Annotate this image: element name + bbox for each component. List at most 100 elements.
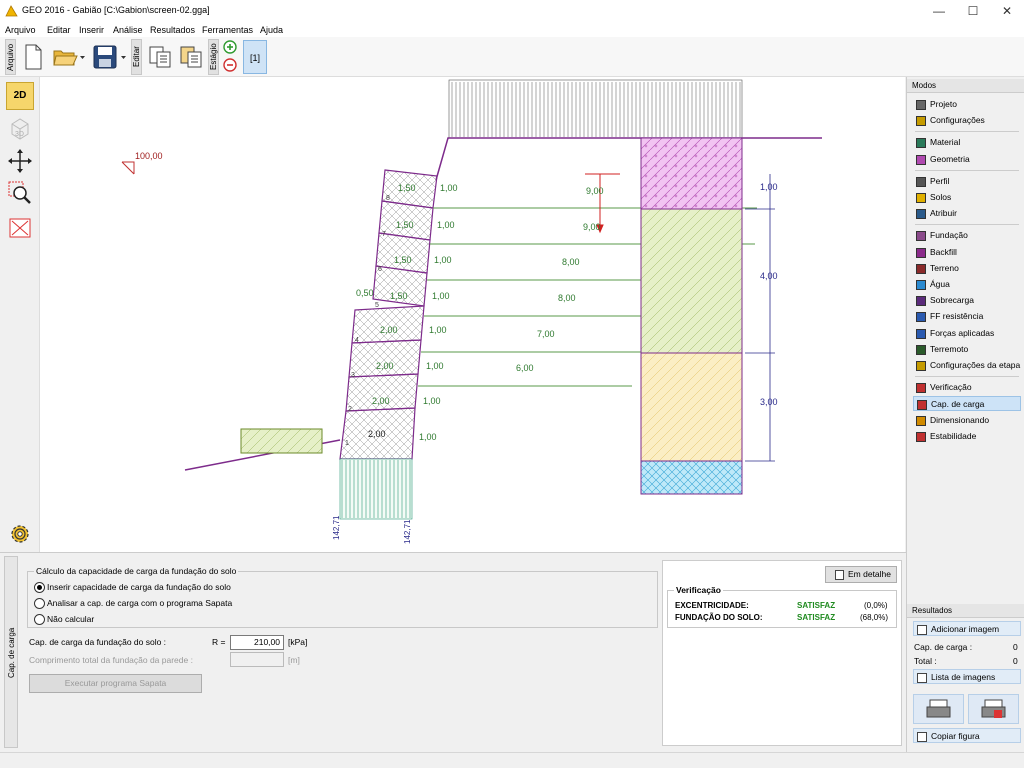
save-file-icon[interactable] (92, 44, 128, 70)
add-image-icon (917, 625, 927, 635)
geometry-icon (916, 154, 926, 165)
menu-arquivo[interactable]: Arquivo (5, 25, 36, 35)
svg-text:2,00: 2,00 (368, 429, 386, 439)
print-icon[interactable] (913, 694, 964, 724)
toolbar-tab-editar[interactable]: Editar (131, 39, 142, 75)
mode-item-label: Dimensionando (930, 414, 990, 425)
mode-item-resistance[interactable]: FF resistência (913, 309, 1021, 324)
mode-item-stability[interactable]: Estabilidade (913, 429, 1021, 444)
add-stage-icon[interactable] (223, 40, 237, 54)
svg-text:1,00: 1,00 (432, 291, 450, 301)
verification-title: Verificação (674, 585, 723, 595)
menu-editar[interactable]: Editar (47, 25, 71, 35)
add-image-button[interactable]: Adicionar imagem (913, 621, 1021, 636)
zoom-extents-icon[interactable] (6, 214, 34, 242)
mode-item-geometry[interactable]: Geometria (913, 152, 1021, 167)
copy-figure-button[interactable]: Copiar figura (913, 728, 1021, 743)
mode-item-soils[interactable]: Solos (913, 190, 1021, 205)
menu-resultados[interactable]: Resultados (150, 25, 196, 35)
mode-item-label: Configurações (930, 115, 985, 126)
mode-item-forces[interactable]: Forças aplicadas (913, 326, 1021, 341)
toolbar-tab-estagio[interactable]: Estágio (208, 39, 219, 75)
verification-row-1-value: (0,0%) (864, 601, 888, 610)
remove-stage-icon[interactable] (223, 58, 237, 72)
print-preview-icon[interactable] (968, 694, 1019, 724)
drawing-canvas[interactable]: 100,00 1,50 1,00 1,50 1,00 1,50 1,00 0,5… (40, 77, 905, 552)
menu-analise[interactable]: Análise (113, 25, 143, 35)
svg-text:2,00: 2,00 (372, 396, 390, 406)
add-image-label: Adicionar imagem (931, 624, 1000, 634)
detail-icon (835, 570, 844, 580)
mode-item-label: Atribuir (930, 208, 957, 219)
stress-label-right: 142,71 (403, 519, 412, 544)
length-input[interactable] (230, 652, 284, 667)
close-button[interactable]: ✕ (1001, 4, 1013, 18)
open-file-icon[interactable] (52, 45, 86, 69)
option-analyze-sapata[interactable]: Analisar a cap. de carga com o programa … (34, 598, 232, 609)
modes-header: Modos (907, 79, 1024, 93)
capacity-input[interactable]: 210,00 (230, 635, 284, 650)
verification-icon (916, 383, 926, 394)
detail-button-label: Em detalhe (848, 569, 891, 579)
mode-separator (915, 224, 1019, 226)
view-2d-button[interactable]: 2D (6, 82, 34, 110)
results-total-label: Total : (914, 656, 937, 666)
image-list-icon (917, 673, 927, 683)
mode-item-project[interactable]: Projeto (913, 97, 1021, 112)
svg-text:3: 3 (351, 372, 355, 379)
results-header: Resultados (907, 604, 1024, 618)
mode-item-label: FF resistência (930, 311, 984, 322)
image-list-button[interactable]: Lista de imagens (913, 669, 1021, 684)
front-soil-block (240, 428, 323, 454)
detail-button[interactable]: Em detalhe (825, 566, 897, 583)
menu-ajuda[interactable]: Ajuda (260, 25, 284, 35)
results-total-value: 0 (1013, 656, 1018, 666)
mode-separator (915, 131, 1019, 133)
mode-item-surcharge[interactable]: Sobrecarga (913, 293, 1021, 308)
gabion-wall (339, 169, 438, 460)
title-bar: GEO 2016 - Gabião [C:\Gabion\screen-02.g… (0, 0, 1024, 22)
results-cap-label: Cap. de carga : (914, 642, 973, 652)
paste-data-icon[interactable] (179, 45, 205, 69)
mode-item-label: Fundação (930, 230, 968, 241)
mode-item-stage-settings[interactable]: Configurações da etapa (913, 358, 1021, 373)
mode-item-profile[interactable]: Perfil (913, 174, 1021, 189)
mode-item-settings[interactable]: Configurações (913, 113, 1021, 128)
gear-icon[interactable] (6, 520, 34, 548)
minimize-button[interactable]: — (933, 4, 945, 18)
stage-1-button[interactable]: [1] (243, 40, 267, 74)
move-icon[interactable] (6, 147, 34, 175)
mode-item-backfill[interactable]: Backfill (913, 245, 1021, 260)
mode-item-material[interactable]: Material (913, 135, 1021, 150)
option-insert-capacity[interactable]: Inserir capacidade de carga da fundação … (34, 582, 231, 593)
run-sapata-button[interactable]: Executar programa Sapata (29, 674, 202, 693)
mode-item-dimensioning[interactable]: Dimensionando (913, 413, 1021, 428)
mode-item-earthquake[interactable]: Terremoto (913, 342, 1021, 357)
toolbar-tab-arquivo[interactable]: Arquivo (5, 39, 16, 75)
menu-ferramentas[interactable]: Ferramentas (202, 25, 254, 35)
view-3d-button[interactable]: 3D (6, 114, 34, 142)
run-sapata-label: Executar programa Sapata (64, 678, 167, 688)
svg-text:7: 7 (382, 231, 386, 238)
option-do-not-calculate[interactable]: Não calcular (34, 614, 94, 625)
mode-item-foundation[interactable]: Fundação (913, 228, 1021, 243)
mode-item-verification[interactable]: Verificação (913, 380, 1021, 395)
mode-item-terrain[interactable]: Terreno (913, 261, 1021, 276)
bearing-capacity-icon (917, 400, 927, 411)
mode-item-bearing-capacity[interactable]: Cap. de carga (913, 396, 1021, 412)
svg-text:4,00: 4,00 (760, 271, 778, 281)
copy-figure-icon (917, 732, 927, 742)
copy-data-icon[interactable] (148, 45, 174, 69)
bearing-capacity-side-tab[interactable]: Cap. de carga (4, 556, 18, 748)
soil-layer-1 (640, 137, 743, 210)
zoom-window-icon[interactable] (6, 179, 34, 207)
mode-item-assign[interactable]: Atribuir (913, 206, 1021, 221)
menu-inserir[interactable]: Inserir (79, 25, 105, 35)
svg-text:3,00: 3,00 (760, 397, 778, 407)
maximize-button[interactable]: ☐ (967, 4, 979, 18)
calculation-groupbox: Cálculo da capacidade de carga da fundaç… (27, 566, 658, 628)
new-file-icon[interactable] (22, 43, 44, 71)
mode-item-water[interactable]: Água (913, 277, 1021, 292)
surcharge-icon (916, 296, 926, 307)
earthquake-icon (916, 344, 926, 355)
